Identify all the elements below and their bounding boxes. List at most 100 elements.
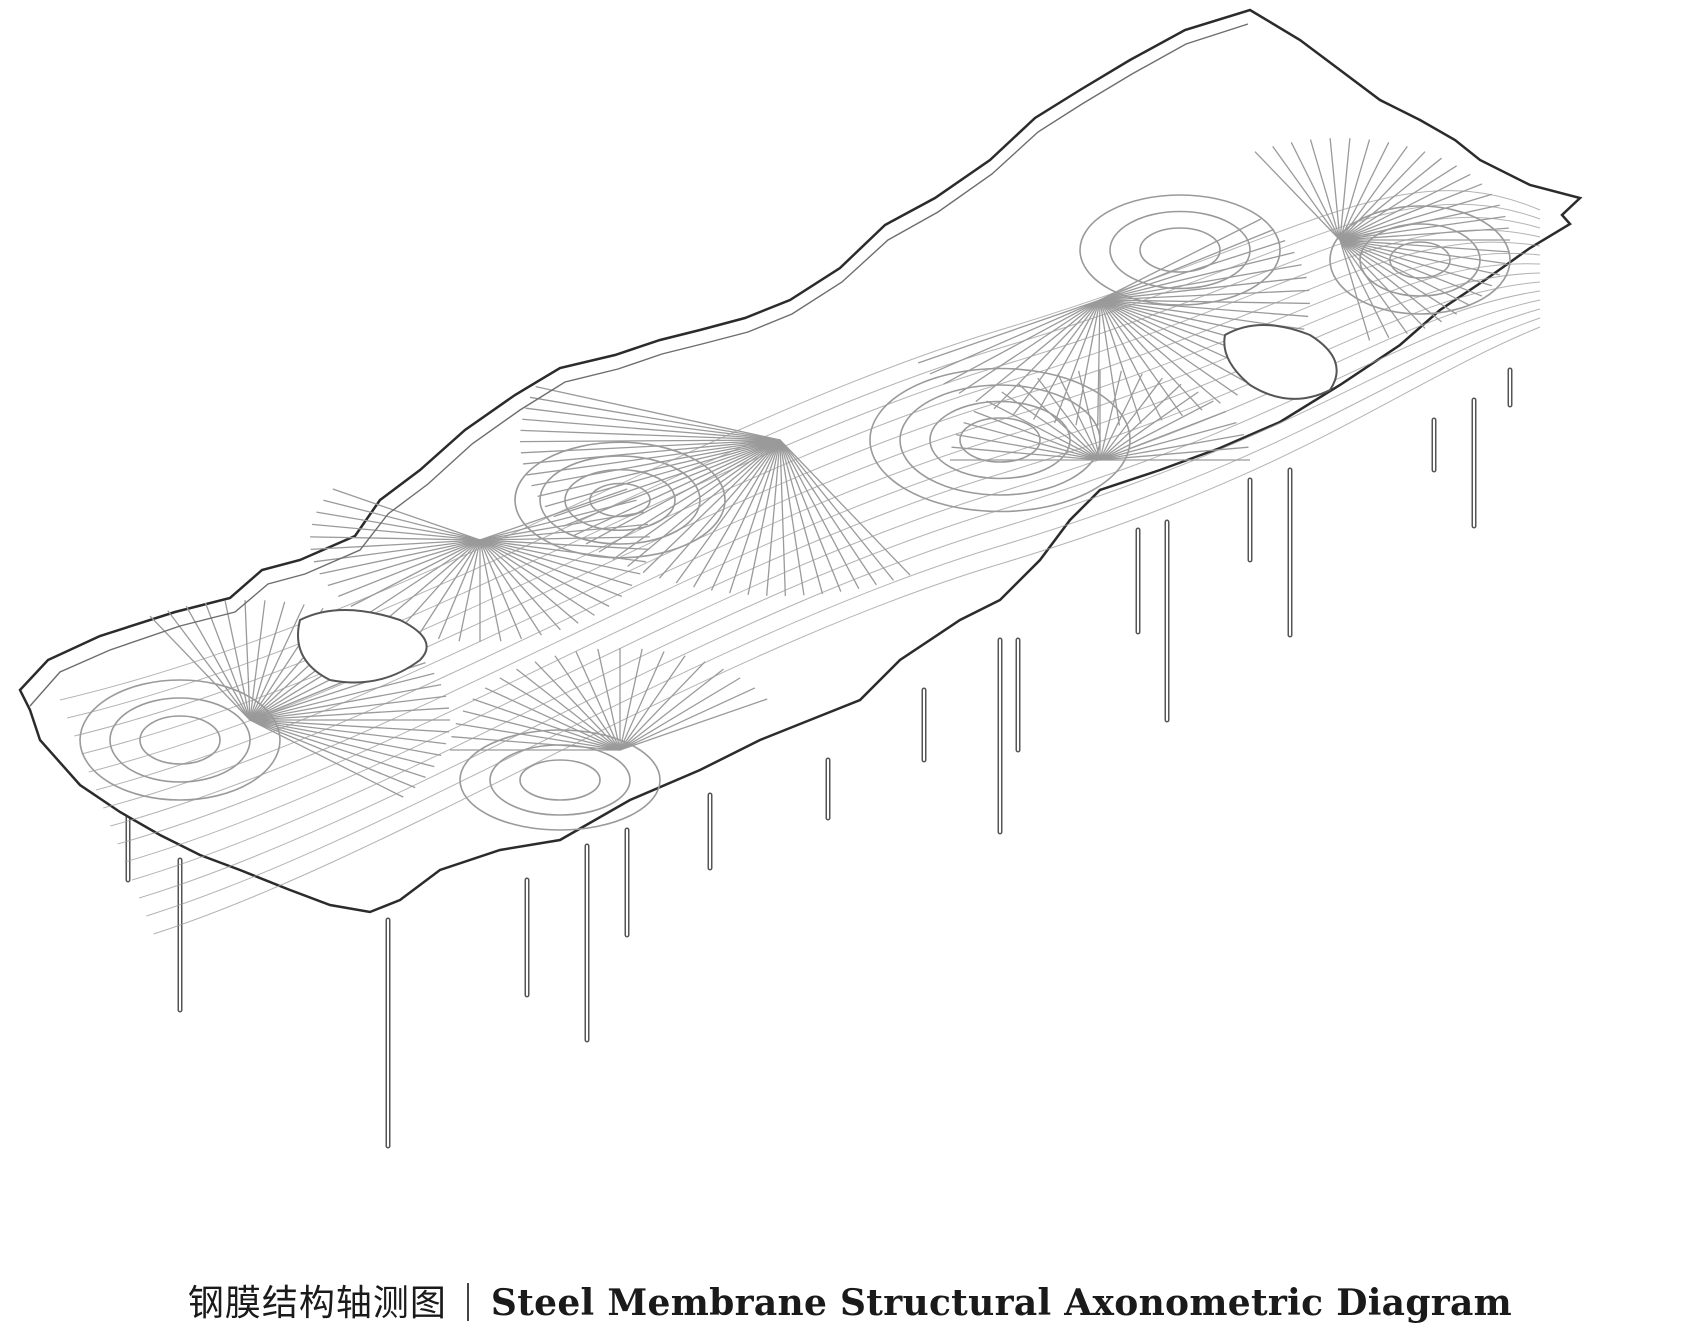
rib: [332, 488, 481, 541]
ring-arc: [1389, 241, 1451, 279]
rib: [1339, 239, 1500, 276]
skylight: [1223, 324, 1338, 400]
rib: [779, 439, 824, 595]
rib: [619, 655, 686, 751]
rib: [1099, 383, 1182, 461]
rib: [525, 407, 781, 441]
rib: [728, 439, 781, 594]
rib: [1099, 434, 1245, 461]
rib: [1099, 276, 1307, 301]
ring-arc: [539, 455, 701, 545]
rib: [479, 539, 641, 575]
rib: [1053, 299, 1101, 424]
rib: [1339, 215, 1506, 241]
rib: [323, 499, 481, 541]
rib: [917, 299, 1101, 364]
rib: [479, 539, 622, 597]
ring-arc: [1109, 210, 1251, 290]
rib: [1099, 299, 1238, 396]
rib: [1254, 151, 1341, 241]
rib: [1099, 251, 1295, 301]
truss-line: [124, 290, 1541, 863]
ring-arc: [519, 759, 601, 801]
rib: [310, 539, 481, 551]
rib: [1099, 299, 1163, 421]
ring-arc: [139, 715, 221, 765]
rib: [1339, 239, 1493, 287]
rib: [1290, 141, 1341, 241]
rib: [244, 600, 251, 721]
caption-english: Steel Membrane Structural Axonometric Di…: [490, 1282, 1513, 1324]
rib: [693, 439, 781, 588]
rib: [249, 604, 305, 721]
rib: [779, 439, 860, 589]
rib: [204, 602, 251, 721]
rib: [1018, 383, 1101, 461]
rib: [365, 539, 481, 616]
rib: [1329, 138, 1341, 241]
rib: [710, 439, 781, 591]
rib: [149, 615, 251, 721]
rib: [523, 439, 781, 465]
rib: [319, 539, 481, 575]
ring-arc: [79, 679, 281, 801]
truss-line: [117, 281, 1541, 845]
rib: [1339, 239, 1390, 339]
ring-arc: [514, 441, 726, 559]
skylight: [297, 609, 428, 684]
rib: [479, 539, 523, 640]
rib: [479, 539, 610, 607]
rib: [531, 439, 781, 487]
rib: [619, 677, 741, 751]
rib: [1099, 377, 1163, 461]
rib: [597, 648, 621, 751]
rib: [1339, 193, 1493, 241]
rib: [1099, 373, 1143, 461]
rib: [1339, 141, 1390, 241]
rib: [516, 668, 621, 751]
rib: [973, 410, 1101, 461]
rib: [484, 687, 621, 751]
rib: [658, 439, 781, 579]
rib: [1339, 239, 1458, 315]
rib: [310, 536, 481, 541]
rib: [951, 446, 1101, 461]
ring-arc: [1329, 205, 1511, 315]
axonometric-diagram: [18, 8, 1583, 1149]
ring-arc: [869, 367, 1131, 513]
truss-line: [59, 190, 1541, 701]
rib: [766, 439, 781, 596]
rib: [1339, 239, 1442, 323]
rib: [418, 539, 481, 636]
rib: [185, 605, 251, 721]
rib: [249, 683, 442, 721]
rib: [619, 661, 706, 751]
rib: [479, 539, 561, 631]
rib: [1339, 157, 1442, 241]
rib: [529, 396, 781, 441]
rib: [520, 429, 781, 441]
rib: [1097, 299, 1101, 427]
rib: [526, 439, 781, 476]
ring-arc: [929, 400, 1071, 480]
rib: [779, 439, 877, 586]
rib: [779, 439, 805, 596]
rib: [747, 439, 781, 595]
rib: [1099, 299, 1254, 387]
rib: [1309, 139, 1341, 241]
rib: [1099, 218, 1262, 301]
rib: [779, 439, 911, 576]
ring-arc: [589, 482, 651, 518]
support-columns: [125, 367, 1513, 1149]
rib: [537, 439, 781, 497]
rib: [311, 523, 481, 541]
ring-arc: [459, 729, 661, 831]
rib: [249, 719, 435, 768]
rib: [1339, 139, 1371, 241]
rib: [522, 418, 781, 441]
rib: [1057, 373, 1101, 461]
ring-arc: [109, 697, 251, 783]
rib: [479, 539, 502, 642]
ring-arc: [564, 468, 676, 532]
